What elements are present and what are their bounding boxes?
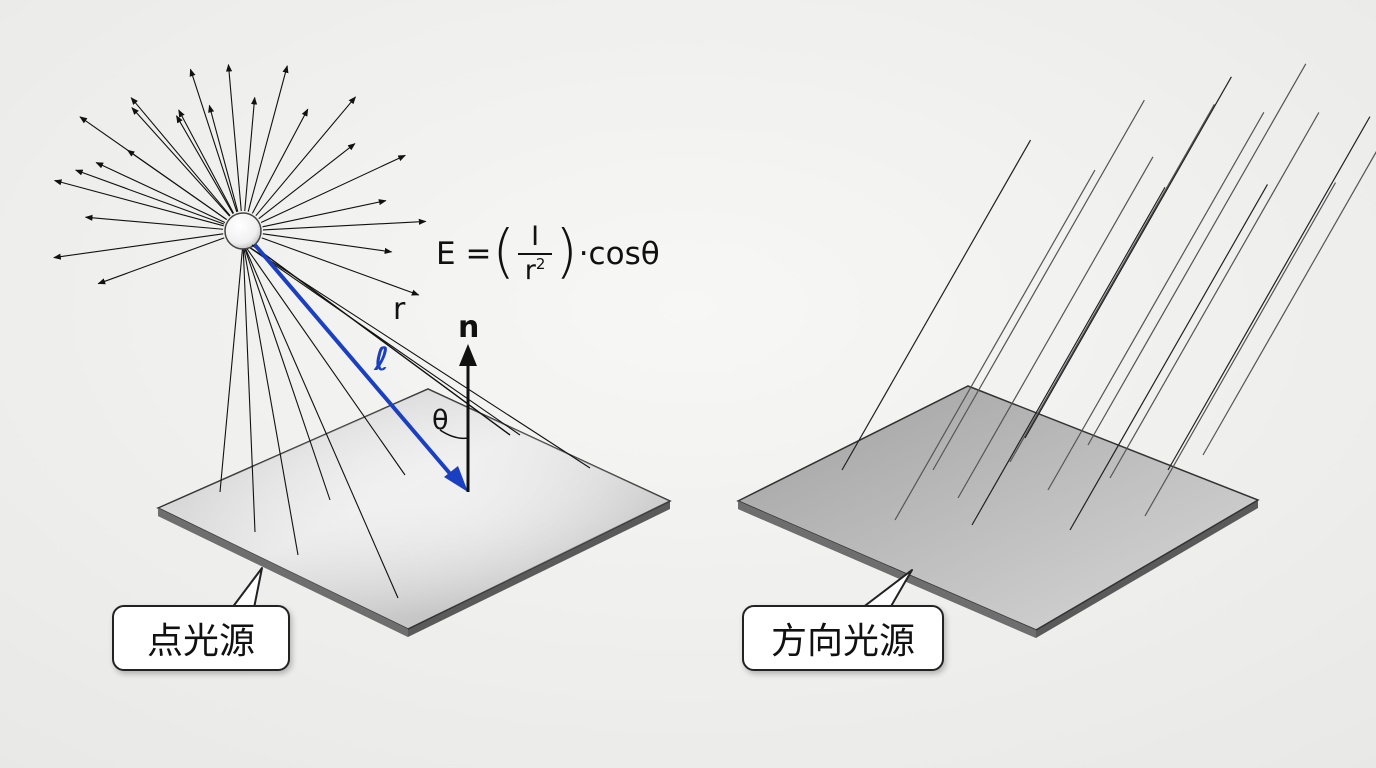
point-light-plate (156, 388, 672, 637)
directional-ray (894, 169, 1096, 521)
formula-open-paren: ( (492, 217, 516, 285)
point-ray (262, 218, 427, 231)
point-ray (53, 179, 224, 227)
directional-ray (1047, 112, 1265, 491)
point-ray (225, 63, 242, 212)
point-ray (251, 108, 309, 214)
point-ray-to-plate (242, 242, 406, 476)
point-ray-to-plate (242, 242, 299, 556)
directional-ray (1087, 63, 1307, 446)
directional-light-rays (841, 63, 1376, 531)
point-ray (75, 169, 225, 225)
point-ray (262, 199, 387, 228)
point-ray (178, 109, 235, 214)
point-ray (176, 115, 234, 214)
normal-arrowhead (459, 344, 477, 366)
directional-ray (971, 186, 1166, 526)
light-vector-arrow (253, 243, 460, 485)
directional-ray (1069, 184, 1268, 531)
point-ray-to-plate (242, 242, 399, 599)
point-light-rays (53, 63, 591, 599)
point-ray (244, 96, 258, 212)
point-ray (84, 214, 224, 230)
angle-arc (439, 429, 469, 440)
point-ray (189, 68, 238, 213)
formula-fraction: I r2 (518, 220, 553, 286)
directional-ray (957, 156, 1154, 499)
formula-denominator-base: r (524, 255, 536, 286)
point-ray-to-plate (242, 242, 521, 436)
directional-ray (1109, 112, 1320, 479)
formula-denominator: r2 (524, 255, 546, 286)
light-vector-symbol: ℓ (374, 340, 390, 378)
formula-denominator-exp: 2 (535, 255, 546, 273)
point-light-bulb (224, 212, 262, 250)
point-ray-to-plate (219, 242, 244, 493)
point-light-label: 点光源 (112, 605, 290, 671)
formula-lhs: E = (436, 236, 492, 272)
point-ray (130, 97, 231, 217)
point-ray (126, 149, 227, 220)
directional-light-label: 方向光源 (742, 605, 944, 671)
directional-ray (1009, 103, 1215, 463)
point-ray (261, 237, 420, 296)
directional-ray (1202, 151, 1376, 456)
formula-tail: ·cosθ (578, 236, 660, 272)
irradiance-formula: E = ( I r2 ) ·cosθ (436, 214, 660, 294)
point-ray (53, 233, 224, 260)
directional-ray (932, 99, 1145, 471)
formula-fraction-bar (518, 253, 553, 255)
light-vector-arrowhead (444, 466, 468, 492)
directional-ray (1167, 116, 1371, 471)
point-ray (97, 237, 225, 285)
directional-ray (1144, 182, 1337, 517)
formula-close-paren: ) (555, 217, 578, 285)
normal-symbol: n (458, 310, 480, 345)
directional-ray (841, 139, 1032, 471)
point-ray (247, 65, 289, 212)
point-ray-to-plate (242, 242, 331, 501)
point-ray (208, 104, 239, 212)
directional-light-plate (736, 385, 1260, 638)
point-ray-to-plate (242, 242, 256, 533)
directional-ray (1024, 76, 1232, 439)
point-ray (260, 154, 406, 224)
point-ray (255, 96, 356, 217)
point-ray (131, 107, 231, 217)
point-ray (95, 162, 226, 224)
angle-symbol: θ (432, 405, 449, 436)
point-ray (258, 143, 356, 220)
distance-symbol: r (393, 292, 406, 327)
point-ray (262, 233, 393, 254)
formula-numerator: I (531, 220, 540, 252)
